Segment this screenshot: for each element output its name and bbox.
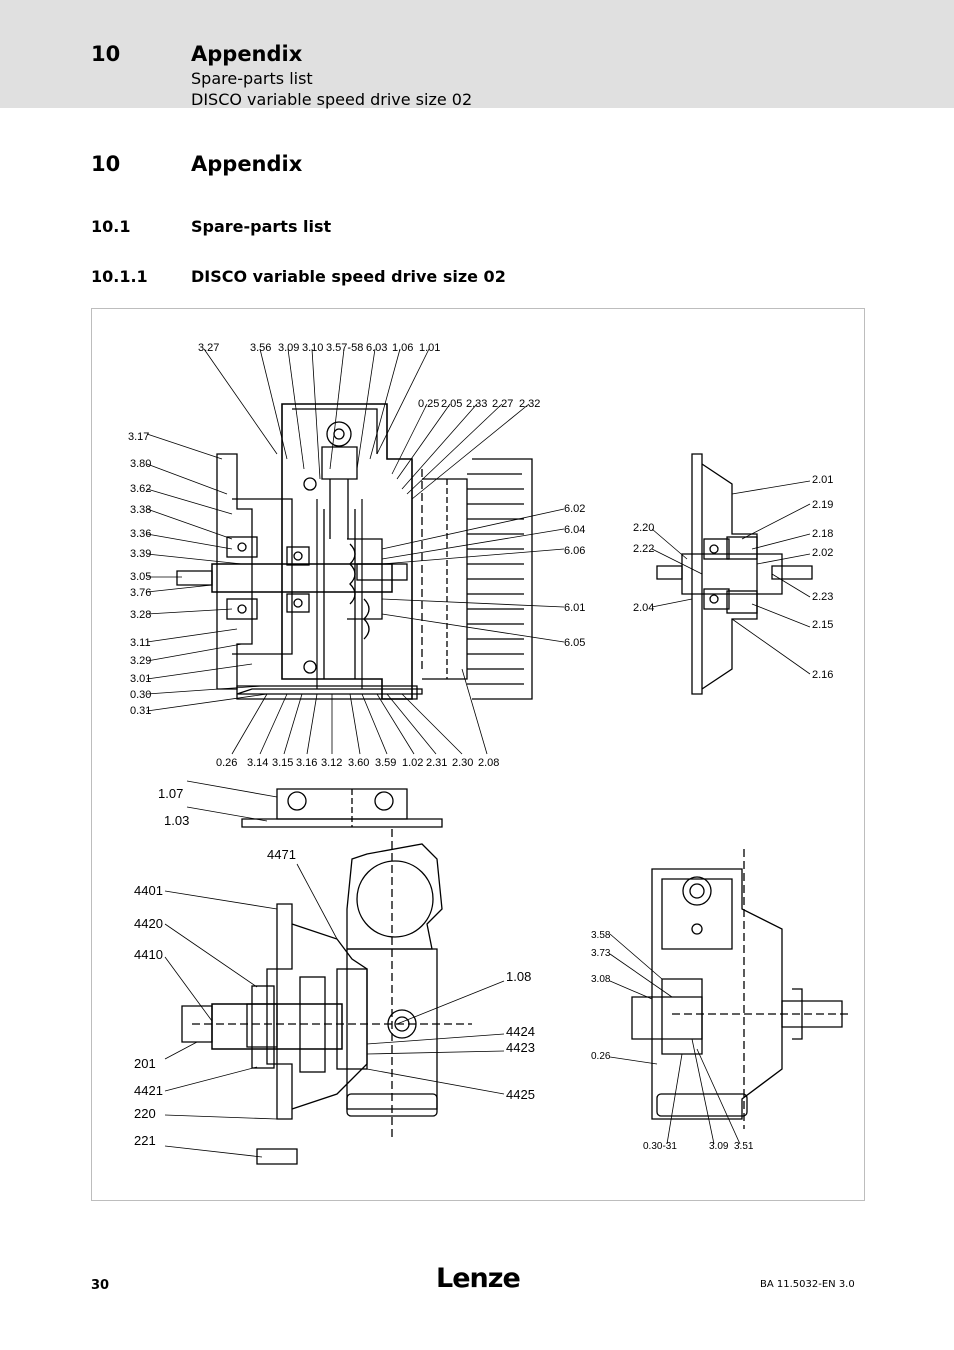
- label-0-30-31: 0.30-31: [643, 1141, 677, 1152]
- label-2-08: 2.08: [478, 757, 499, 769]
- label-3-17: 3.17: [128, 431, 149, 443]
- label-2-32: 2.32: [519, 398, 540, 410]
- label-4423: 4423: [506, 1040, 535, 1055]
- label-3-73: 3.73: [591, 948, 611, 959]
- label-3-05: 3.05: [130, 571, 151, 583]
- label-4424: 4424: [506, 1024, 535, 1039]
- label-1-06: 1.06: [392, 342, 413, 354]
- heading-1-number: 10: [91, 152, 121, 176]
- label-2-23: 2.23: [812, 591, 833, 603]
- heading-2-number: 10.1: [91, 217, 131, 236]
- header-chapter-title: Appendix: [191, 42, 303, 66]
- label-6-05: 6.05: [564, 637, 585, 649]
- label-1-07: 1.07: [158, 786, 183, 801]
- label-4401: 4401: [134, 883, 163, 898]
- label-3-01: 3.01: [130, 673, 151, 685]
- exploded-drawing-figure: 3.27 3.56 3.09 3.10 3.57-58 6.03 1.06 1.…: [91, 308, 865, 1201]
- heading-1-title: Appendix: [191, 152, 303, 176]
- heading-3-number: 10.1.1: [91, 267, 148, 286]
- label-2-31: 2.31: [426, 757, 447, 769]
- label-3-16: 3.16: [296, 757, 317, 769]
- label-2-33: 2.33: [466, 398, 487, 410]
- label-0-26: 0.26: [216, 757, 237, 769]
- label-201: 201: [134, 1056, 156, 1071]
- label-3-57-58: 3.57-58: [326, 342, 363, 354]
- label-3-11: 3.11: [130, 637, 151, 649]
- label-4421: 4421: [134, 1083, 163, 1098]
- label-3-38: 3.38: [130, 504, 151, 516]
- label-1-03: 1.03: [164, 813, 189, 828]
- header-band: [0, 0, 954, 108]
- technical-drawing: 3.27 3.56 3.09 3.10 3.57-58 6.03 1.06 1.…: [128, 342, 852, 1165]
- page-number: 30: [91, 1278, 110, 1293]
- label-3-36: 3.36: [130, 528, 151, 540]
- label-1-02: 1.02: [402, 757, 423, 769]
- label-3-59: 3.59: [375, 757, 396, 769]
- label-2-04: 2.04: [633, 602, 654, 614]
- label-4420: 4420: [134, 916, 163, 931]
- label-2-18: 2.18: [812, 528, 833, 540]
- label-0-30: 0.30: [130, 689, 151, 701]
- label-0-26-b: 0.26: [591, 1051, 611, 1062]
- label-3-12: 3.12: [321, 757, 342, 769]
- label-2-02: 2.02: [812, 547, 833, 559]
- heading-3-title: DISCO variable speed drive size 02: [191, 267, 506, 286]
- label-2-19: 2.19: [812, 499, 833, 511]
- header-chapter-number: 10: [91, 42, 121, 66]
- label-0-25: 0.25: [418, 398, 439, 410]
- label-6-03: 6.03: [366, 342, 387, 354]
- drawing-labels: 3.27 3.56 3.09 3.10 3.57-58 6.03 1.06 1.…: [128, 342, 833, 1152]
- document-reference: BA 11.5032-EN 3.0: [760, 1279, 855, 1290]
- label-6-01: 6.01: [564, 602, 585, 614]
- label-3-29: 3.29: [130, 655, 151, 667]
- label-3-27: 3.27: [198, 342, 219, 354]
- label-0-31: 0.31: [130, 705, 151, 717]
- lenze-logo: Lenze: [436, 1263, 521, 1294]
- label-2-01: 2.01: [812, 474, 833, 486]
- label-2-05: 2.05: [441, 398, 462, 410]
- label-220: 220: [134, 1106, 156, 1121]
- label-3-09: 3.09: [278, 342, 299, 354]
- label-2-22: 2.22: [633, 543, 654, 555]
- label-3-09-b: 3.09: [709, 1141, 729, 1152]
- label-3-80: 3.80: [130, 458, 151, 470]
- label-3-14: 3.14: [247, 757, 268, 769]
- label-221: 221: [134, 1133, 156, 1148]
- label-3-15: 3.15: [272, 757, 293, 769]
- label-3-60: 3.60: [348, 757, 369, 769]
- label-3-51: 3.51: [734, 1141, 754, 1152]
- label-6-04: 6.04: [564, 524, 585, 536]
- label-4425: 4425: [506, 1087, 535, 1102]
- label-3-10: 3.10: [302, 342, 323, 354]
- label-4471: 4471: [267, 847, 296, 862]
- heading-2-title: Spare-parts list: [191, 217, 332, 236]
- label-3-58: 3.58: [591, 930, 611, 941]
- label-1-01: 1.01: [419, 342, 440, 354]
- label-1-08: 1.08: [506, 969, 531, 984]
- label-2-20: 2.20: [633, 522, 654, 534]
- label-6-06: 6.06: [564, 545, 585, 557]
- label-6-02: 6.02: [564, 503, 585, 515]
- label-2-30: 2.30: [452, 757, 473, 769]
- header-subtitle-2: DISCO variable speed drive size 02: [191, 90, 473, 109]
- label-2-15: 2.15: [812, 619, 833, 631]
- label-3-62: 3.62: [130, 483, 151, 495]
- label-3-08: 3.08: [591, 974, 611, 985]
- label-3-39: 3.39: [130, 548, 151, 560]
- label-2-27: 2.27: [492, 398, 513, 410]
- label-3-76: 3.76: [130, 587, 151, 599]
- label-3-28: 3.28: [130, 609, 151, 621]
- label-3-56: 3.56: [250, 342, 271, 354]
- label-4410: 4410: [134, 947, 163, 962]
- label-2-16: 2.16: [812, 669, 833, 681]
- header-subtitle-1: Spare-parts list: [191, 69, 313, 88]
